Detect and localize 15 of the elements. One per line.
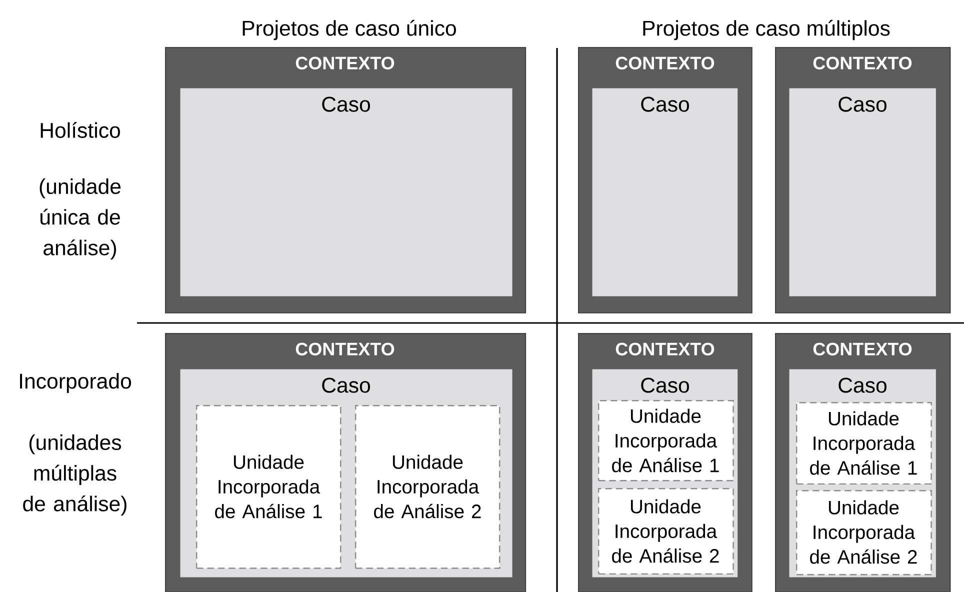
unit-box: Unidade Incorporada de Análise 1 <box>598 400 734 482</box>
row-label: (unidades múltiplas de análise) <box>23 434 126 516</box>
row-label: Holístico <box>40 122 120 138</box>
case-box: Caso <box>592 88 738 296</box>
unit-box: Unidade Incorporada de Análise 1 <box>796 402 932 485</box>
column-header: Projetos de caso único <box>242 20 456 40</box>
unit-box: Unidade Incorporada de Análise 2 <box>598 488 734 575</box>
unit-box: Unidade Incorporada de Análise 2 <box>796 490 932 576</box>
case-box: Caso <box>789 88 936 296</box>
column-header: Projetos de caso múltiplos <box>643 20 890 40</box>
unit-box: Unidade Incorporada de Análise 1 <box>196 405 342 569</box>
case-box: Caso <box>180 88 512 296</box>
row-label: (unidade única de análise) <box>40 178 121 260</box>
row-label: Incorporado <box>20 373 131 393</box>
unit-box: Unidade Incorporada de Análise 2 <box>355 405 500 569</box>
